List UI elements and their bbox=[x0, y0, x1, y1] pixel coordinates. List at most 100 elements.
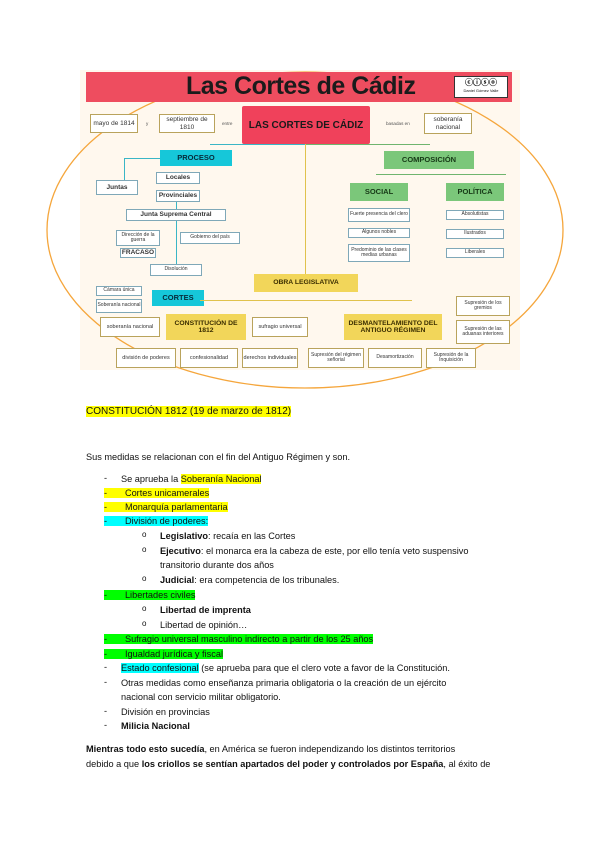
bullet-circle: o bbox=[142, 545, 147, 554]
box-fracaso: FRACASO bbox=[120, 248, 156, 258]
box-direccion-guerra: Dirección de la guerra bbox=[116, 230, 160, 246]
list-item-soberania: Se aprueba la Soberanía Nacional bbox=[121, 473, 262, 486]
sub-item-bold: Libertad de imprenta bbox=[160, 605, 251, 615]
box-gobierno-pais: Gobierno del país bbox=[180, 232, 240, 244]
bullet-dash: - bbox=[104, 473, 108, 483]
box-social-item-3: Predominio de las clases medias urbanas bbox=[348, 244, 410, 262]
bullet-circle: o bbox=[142, 530, 147, 539]
infographic-title: Las Cortes de Cádiz ⓒⓘⓢⓞ Daniel Gómez Va… bbox=[86, 72, 512, 102]
box-soberania-proceso: Soberanía nacional bbox=[96, 299, 142, 313]
box-juntas: Juntas bbox=[96, 180, 138, 195]
list-item-division: - División de poderes: bbox=[104, 516, 209, 526]
box-politica-item-1: Absolutistas bbox=[446, 210, 504, 220]
intro-text: Sus medidas se relacionan con el fin del… bbox=[86, 452, 351, 462]
box-derechos-individuales: derechos individuales bbox=[242, 348, 298, 368]
bullet-dash: - bbox=[104, 662, 108, 672]
bullet-dash: - bbox=[104, 706, 108, 716]
connector bbox=[305, 144, 430, 145]
connector bbox=[200, 300, 412, 301]
box-social-item-1: Fuerte presencia del clero bbox=[348, 208, 410, 222]
list-item-text: Se aprueba la bbox=[121, 474, 181, 484]
box-desmantelamiento: DESMANTELAMIENTO DEL ANTIGUO RÉGIMEN bbox=[344, 314, 442, 340]
sublist-ejecutivo: Ejecutivo: el monarca era la cabeza de e… bbox=[160, 545, 468, 558]
connector bbox=[124, 158, 160, 159]
box-provinciales: Provinciales bbox=[156, 190, 200, 202]
list-item-otras-cont: nacional con servicio militar obligatori… bbox=[121, 692, 281, 702]
sublist-legislativo: Legislativo: recaía en las Cortes bbox=[160, 530, 295, 543]
sublist-ejecutivo-cont: transitorio durante dos años bbox=[160, 560, 274, 570]
sublist-imprenta: Libertad de imprenta bbox=[160, 604, 251, 617]
sub-item-bold: Legislativo bbox=[160, 531, 208, 541]
section-heading: CONSTITUCIÓN 1812 (19 de marzo de 1812) bbox=[86, 405, 292, 418]
list-item-milicia: Milicia Nacional bbox=[121, 720, 190, 733]
bullet-circle: o bbox=[142, 574, 147, 583]
connector bbox=[124, 158, 125, 180]
box-supresion-gremios: Supresión de los gremios bbox=[456, 296, 510, 316]
box-supresion-aduanas: Supresión de las aduanas interiores bbox=[456, 320, 510, 344]
box-supresion-inquisicion: Supresión de la Inquisición bbox=[426, 348, 476, 368]
box-politica-item-3: Liberales bbox=[446, 248, 504, 258]
box-las-cortes: LAS CORTES DE CÁDIZ bbox=[242, 106, 370, 144]
connector bbox=[376, 174, 506, 175]
list-item-provincias: División en provincias bbox=[121, 707, 210, 717]
box-constitucion-1812: CONSTITUCIÓN DE 1812 bbox=[166, 314, 246, 340]
box-proceso: PROCESO bbox=[160, 150, 232, 166]
list-item-libertades: - Libertades civiles bbox=[104, 590, 196, 600]
cc-icon: ⓒⓘⓢⓞ bbox=[465, 78, 497, 87]
box-obra-legislativa: OBRA LEGISLATIVA bbox=[254, 274, 358, 292]
list-item-monarquia: - Monarquía parlamentaria bbox=[104, 502, 228, 512]
bullet-dash: - bbox=[104, 677, 108, 687]
box-disolucion: Disolución bbox=[150, 264, 202, 276]
box-locales: Locales bbox=[156, 172, 200, 184]
box-sufragio-universal: sufragio universal bbox=[252, 317, 308, 337]
conn-entre: entre bbox=[222, 121, 233, 126]
sub-item-bold: Judicial bbox=[160, 575, 195, 585]
closing-text: , al éxito de bbox=[443, 759, 491, 769]
conn-basadas: basadas en bbox=[386, 121, 410, 126]
closing-text: , en América se fueron independizando lo… bbox=[204, 744, 456, 754]
list-item-text: Sufragio universal masculino indirecto a… bbox=[124, 634, 374, 644]
connector bbox=[210, 144, 310, 145]
sub-item-bold: Ejecutivo bbox=[160, 546, 201, 556]
sub-item-text: : el monarca era la cabeza de este, por … bbox=[200, 546, 469, 556]
box-supresion-senorial: Supresión del régimen señorial bbox=[308, 348, 364, 368]
license-author: Daniel Gómez Valle bbox=[463, 88, 499, 93]
box-cortes: CORTES bbox=[152, 290, 204, 306]
list-item-sufragio: - Sufragio universal masculino indirecto… bbox=[104, 634, 374, 644]
closing-text: debido a que bbox=[86, 759, 142, 769]
box-soberania-nacional: soberanía nacional bbox=[424, 113, 472, 134]
connector bbox=[176, 202, 177, 210]
list-item-text: Cortes unicamerales bbox=[124, 488, 210, 498]
list-item-otras: Otras medidas como enseñanza primaria ob… bbox=[121, 678, 447, 688]
box-division-poderes: división de poderes bbox=[116, 348, 176, 368]
closing-paragraph-line2: debido a que los criollos se sentían apa… bbox=[86, 758, 490, 771]
list-item-cortes: - Cortes unicamerales bbox=[104, 488, 210, 498]
sublist-judicial: Judicial: era competencia de los tribuna… bbox=[160, 574, 339, 587]
box-composicion: COMPOSICIÓN bbox=[384, 151, 474, 169]
closing-bold: Mientras todo esto sucedía bbox=[86, 744, 205, 754]
list-item-text: Libertades civiles bbox=[124, 590, 196, 600]
bullet-dash: - bbox=[104, 720, 108, 730]
box-camara-unica: Cámara única bbox=[96, 286, 142, 296]
closing-bold: los criollos se sentían apartados del po… bbox=[141, 759, 444, 769]
list-item-text: División de poderes: bbox=[124, 516, 209, 526]
sublist-opinion: Libertad de opinión… bbox=[160, 620, 248, 630]
bullet-circle: o bbox=[142, 604, 147, 613]
cc-license-badge: ⓒⓘⓢⓞ Daniel Gómez Valle bbox=[454, 76, 508, 98]
box-politica: POLÍTICA bbox=[446, 183, 504, 201]
sub-item-text: : recaía en las Cortes bbox=[208, 531, 296, 541]
closing-paragraph-line1: Mientras todo esto sucedía, en América s… bbox=[86, 743, 455, 756]
conn-y: y bbox=[146, 121, 149, 126]
list-item-igualdad: - Igualdad jurídica y fiscal bbox=[104, 649, 223, 659]
connector bbox=[176, 221, 177, 266]
list-item-confesional: Estado confesional (se aprueba para que … bbox=[121, 662, 450, 675]
list-item-text: Monarquía parlamentaria bbox=[124, 502, 228, 512]
box-mayo-1814: mayo de 1814 bbox=[90, 114, 138, 133]
box-desamortizacion: Desamortización bbox=[368, 348, 422, 368]
list-item-text: Igualdad jurídica y fiscal bbox=[124, 649, 223, 659]
sub-item-text: : era competencia de los tribunales. bbox=[194, 575, 340, 585]
box-obra-soberania: soberanía nacional bbox=[100, 317, 160, 337]
list-item-highlight: Soberanía Nacional bbox=[180, 474, 262, 484]
box-social-item-2: Algunos nobles bbox=[348, 228, 410, 238]
list-item-highlight: Estado confesional bbox=[121, 663, 199, 673]
